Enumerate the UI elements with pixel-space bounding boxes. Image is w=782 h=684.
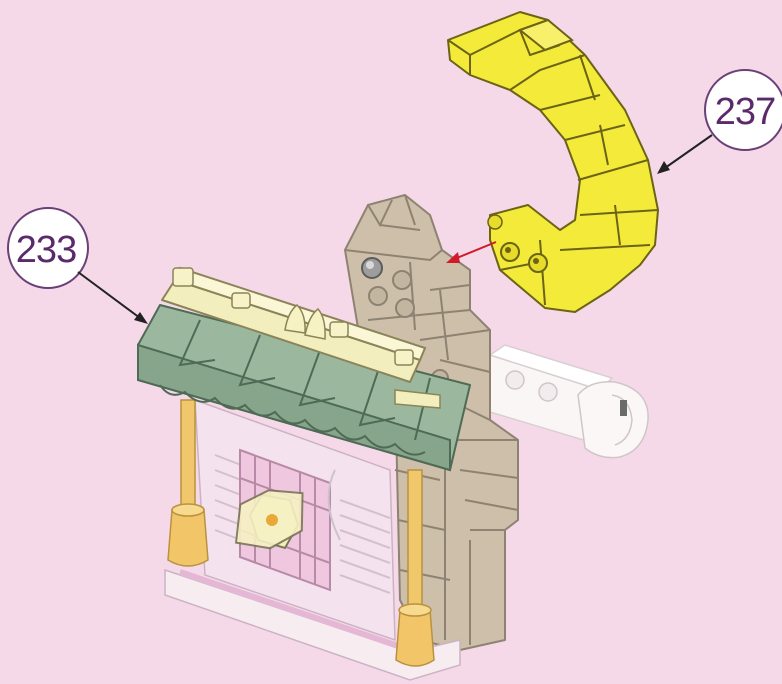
callout-233-label: 233 xyxy=(16,229,76,271)
callout-237-label: 237 xyxy=(715,91,775,133)
callout-237: 237 xyxy=(657,70,782,174)
callout-233: 233 xyxy=(8,208,148,324)
yellow-crescent-piece xyxy=(448,12,658,312)
attachment-arrow xyxy=(446,242,496,263)
